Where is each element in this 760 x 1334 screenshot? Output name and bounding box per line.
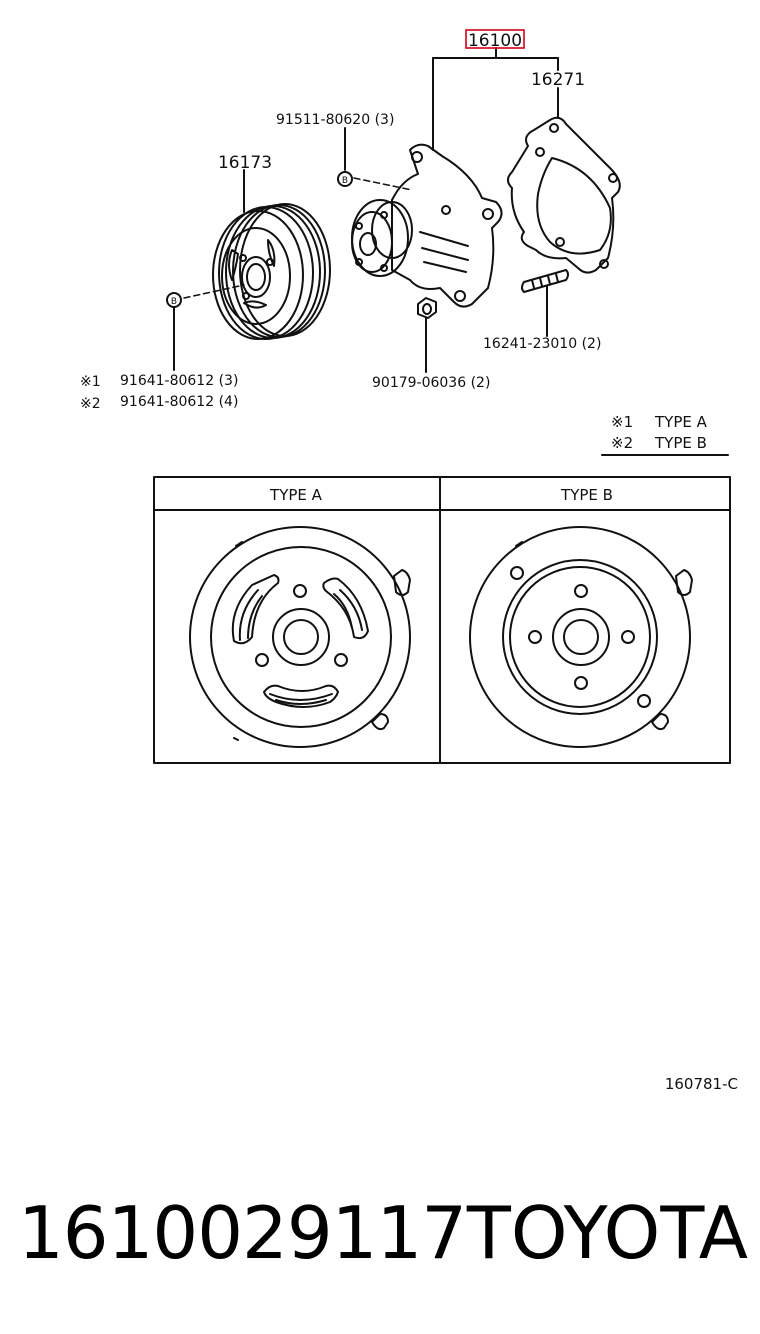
- table-header-type-b: TYPE B: [560, 486, 613, 504]
- type-b-pulley-view: [469, 526, 693, 748]
- detail-table-frame: [153, 476, 731, 764]
- assembly-part-number: 16100: [468, 31, 522, 51]
- footer-brand: TOYOTA: [466, 1191, 748, 1275]
- mark-2-note: ※2: [80, 396, 101, 412]
- legend-mark-2: ※2: [611, 434, 633, 452]
- figure-code: 160781-C: [665, 1075, 738, 1093]
- stud-drawing: [521, 269, 569, 293]
- legend-type-a: TYPE A: [654, 413, 708, 431]
- label-nut: 90179-06036 (2): [372, 375, 490, 391]
- label-bolt-type-a: 91641-80612 (3): [120, 373, 238, 389]
- nut-drawing: [417, 297, 437, 319]
- type-a-pulley-view: [189, 526, 411, 748]
- legend-type-b: TYPE B: [654, 434, 707, 452]
- footer-part-number: 1610029117: [18, 1191, 467, 1275]
- label-gasket: 16271: [531, 70, 585, 90]
- label-bolt-type-b: 91641-80612 (4): [120, 394, 238, 410]
- assembly-callout-box: [465, 29, 525, 49]
- pulley-drawing: [212, 203, 331, 340]
- label-bolt-upper: 91511-80620 (3): [276, 112, 394, 128]
- bolt-marker-upper: [337, 171, 353, 187]
- label-pulley: 16173: [218, 153, 272, 173]
- legend-mark-1: ※1: [611, 413, 633, 431]
- bolt-marker-lower: [166, 292, 182, 308]
- mark-1-note: ※1: [80, 374, 101, 390]
- pump-body-drawing: [351, 143, 503, 308]
- assembly-bracket: [432, 47, 559, 151]
- dashed-bolt-upper: [353, 177, 413, 191]
- footer: 1610029117 TOYOTA: [18, 1188, 748, 1288]
- bolt-marker-upper-label: B: [342, 176, 348, 186]
- bolt-marker-lower-label: B: [171, 297, 177, 307]
- gasket-drawing: [507, 116, 621, 274]
- table-header-type-a: TYPE A: [269, 486, 323, 504]
- label-stud: 16241-23010 (2): [483, 336, 601, 352]
